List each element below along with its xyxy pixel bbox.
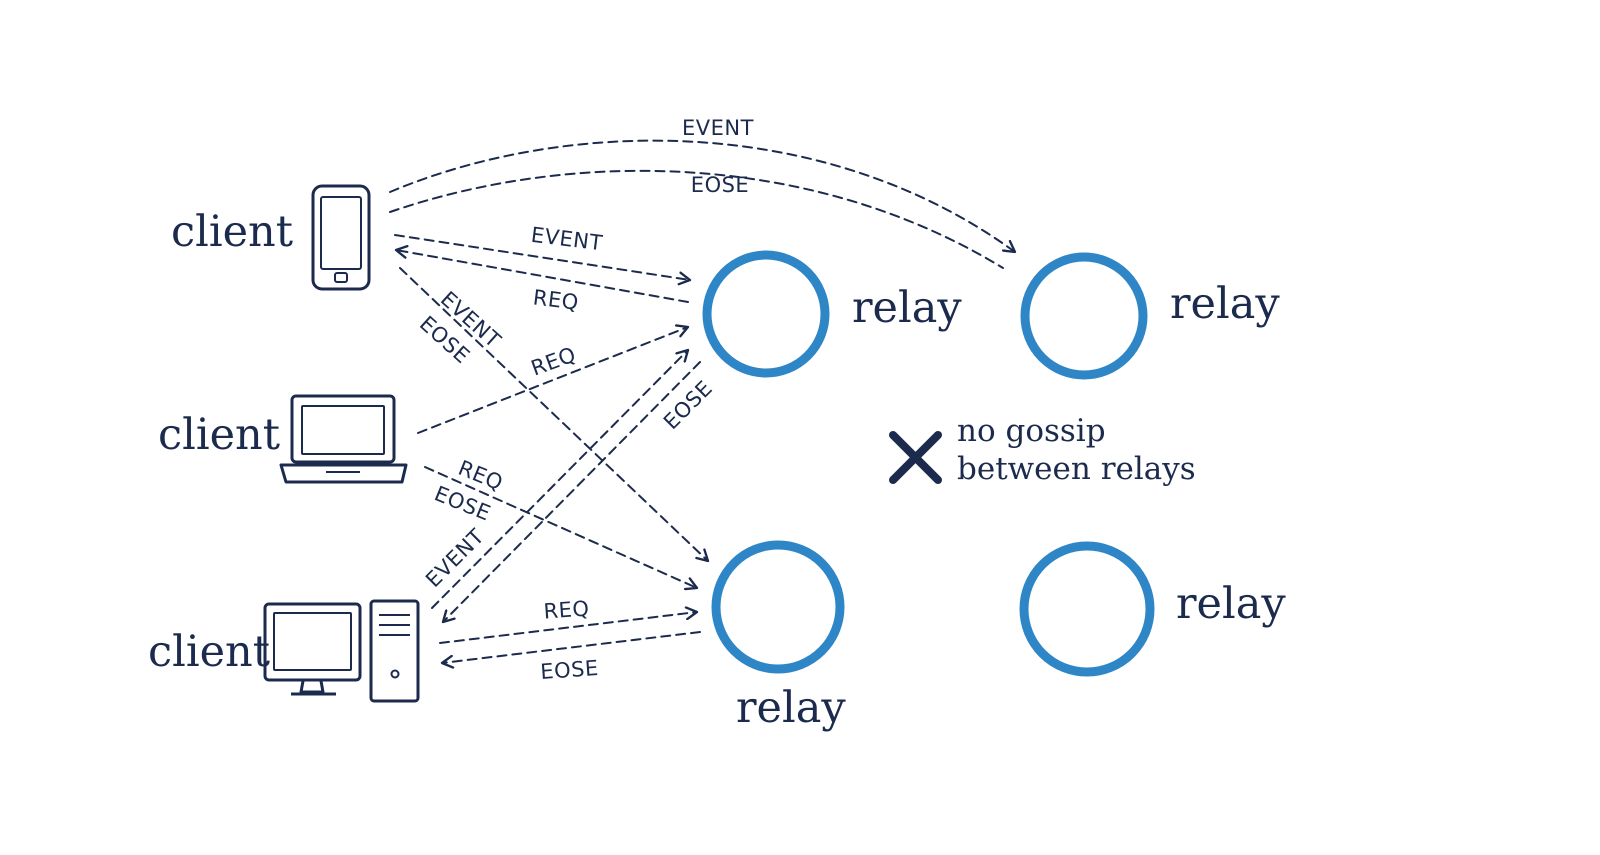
msg-label: REQ	[532, 285, 580, 314]
arc-phone-relay2-event	[389, 139, 1017, 254]
msg-label: EVENT	[682, 116, 754, 140]
line-laptop-relay3	[424, 466, 699, 591]
client-label: client	[148, 627, 270, 677]
msg-label: REQ	[528, 342, 579, 380]
phone-icon	[311, 184, 371, 291]
line-phone-relay1-event	[394, 234, 692, 286]
laptop-icon	[279, 394, 408, 484]
client-label: client	[171, 207, 293, 257]
relay-label: relay	[736, 683, 846, 733]
relay-node	[711, 540, 845, 674]
line-desktop-relay3-eose	[440, 631, 701, 669]
msg-label: EOSE	[659, 376, 717, 434]
msg-label: EVENT	[530, 223, 604, 256]
arc-phone-relay2-eose	[389, 169, 1004, 269]
note-line1: no gossip	[957, 413, 1106, 449]
line-phone-relay1-req	[394, 244, 689, 303]
line-desktop-relay1-event	[431, 348, 690, 609]
relay-node	[1020, 252, 1148, 380]
client-label: client	[158, 410, 280, 460]
line-laptop-relay1-req	[417, 324, 690, 434]
msg-label: EOSE	[540, 656, 600, 684]
line-desktop-relay3-req	[439, 606, 699, 644]
relay-label: relay	[1176, 579, 1286, 629]
relay-node	[1019, 541, 1155, 677]
line-desktop-relay1-eose	[441, 361, 701, 624]
msg-label: REQ	[455, 456, 507, 495]
msg-label: EOSE	[691, 173, 749, 197]
msg-label: EVENT	[421, 524, 489, 592]
desktop-icon	[263, 599, 420, 703]
relay-label: relay	[1170, 279, 1280, 329]
note-line2: between relays	[957, 451, 1196, 487]
line-phone-relay3	[399, 267, 710, 563]
msg-label: REQ	[543, 596, 590, 623]
cross-icon	[889, 431, 942, 484]
relay-label: relay	[852, 283, 962, 333]
relay-node	[702, 250, 830, 378]
